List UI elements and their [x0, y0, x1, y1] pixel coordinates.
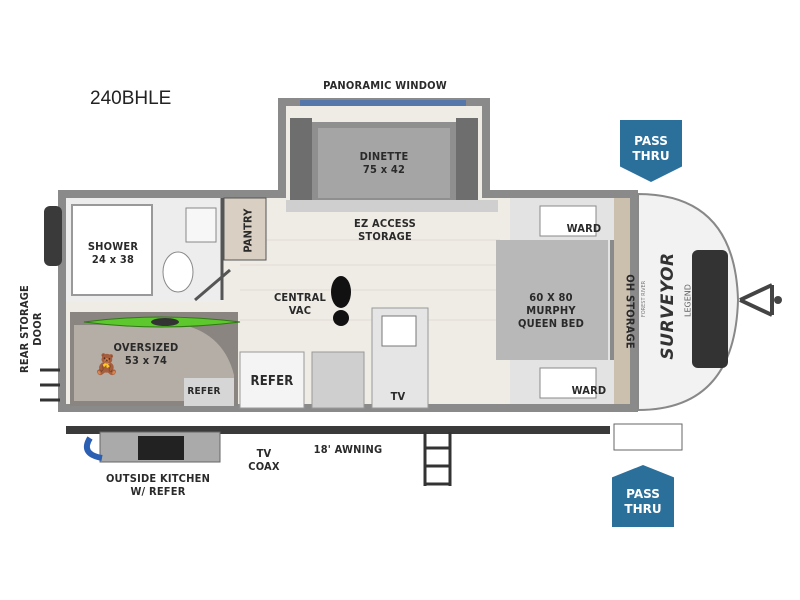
dinette [286, 118, 498, 212]
ward-bottom-label: WARD [571, 384, 607, 397]
pass-thru-top-line2: THRU [632, 149, 670, 163]
awning-label: 18' AWNING [313, 443, 383, 456]
panoramic-window [300, 100, 466, 106]
pantry-cabinet [223, 197, 267, 261]
ward-top-label: WARD [566, 222, 602, 235]
brand-sub: LEGEND [683, 284, 693, 317]
bathroom [44, 198, 231, 302]
door-text: DOOR [31, 312, 44, 346]
rear-storage-door-label: REAR STORAGE DOOR [18, 274, 44, 384]
kitchen [239, 307, 429, 409]
oversized-text: OVERSIZED [113, 341, 179, 354]
bedroom [496, 198, 630, 404]
bed-size: 60 X 80 [529, 291, 573, 304]
pass-thru-top-line1: PASS [634, 134, 668, 148]
central-vac-symbol [331, 276, 351, 326]
shower-title: SHOWER [87, 240, 139, 253]
vac-text: VAC [288, 304, 312, 317]
kayak-graphic [83, 316, 241, 328]
w-refer-text: W/ REFER [130, 485, 186, 498]
entry-steps [423, 432, 452, 486]
tv-coax-text-1: TV [256, 447, 272, 460]
queen-bed-text: QUEEN BED [517, 317, 585, 330]
teddy-bear-icon: 🧸 [94, 354, 119, 376]
dinette-label: DINETTE 75 x 42 [344, 150, 424, 176]
brand-name: SURVEYOR [658, 252, 678, 360]
model-name: 240BHLE [90, 88, 172, 109]
brand-logo: SURVEYOR LEGEND FOREST RIVER [638, 246, 698, 366]
outside-kitchen-label: OUTSIDE KITCHEN W/ REFER [100, 472, 216, 498]
central-vac-label: CENTRAL VAC [268, 291, 332, 317]
ez-access-storage-label: EZ ACCESS STORAGE [340, 217, 430, 243]
storage-text: STORAGE [358, 230, 412, 243]
murphy-bed-label: 60 X 80 MURPHY QUEEN BED [506, 291, 596, 330]
floor-texture [240, 239, 500, 321]
pass-thru-bottom-badge: PASS THRU [612, 465, 674, 527]
refer-label: REFER [250, 374, 294, 389]
front-cap [637, 192, 782, 412]
pantry-label: PANTRY [241, 208, 255, 253]
oversized-size: 53 x 74 [124, 354, 168, 367]
oh-storage-label: OH STORAGE [623, 274, 637, 349]
bunk-area [70, 312, 238, 406]
outside-kitchen-unit [84, 431, 221, 463]
pass-thru-bottom-line1: PASS [626, 487, 660, 501]
dinette-size: 75 x 42 [362, 163, 406, 176]
oversized-bunk-label: OVERSIZED 53 x 74 [108, 341, 184, 367]
shower-size: 24 x 38 [91, 253, 135, 266]
dinette-title: DINETTE [359, 150, 409, 163]
brand-maker: FOREST RIVER [641, 280, 647, 318]
central-text: CENTRAL [273, 291, 327, 304]
tv-coax-label: TV COAX [244, 447, 284, 473]
pass-thru-bottom-line2: THRU [624, 502, 662, 516]
front-pass-thru-door [613, 423, 683, 451]
outside-kitchen-text: OUTSIDE KITCHEN [105, 472, 211, 485]
shower-label: SHOWER 24 x 38 [78, 240, 148, 266]
tv-label: TV [390, 390, 406, 403]
panoramic-window-label: PANORAMIC WINDOW [323, 79, 447, 92]
rear-storage-door [40, 368, 60, 402]
bunk-refer-label: REFER [187, 386, 221, 397]
ez-access-text: EZ ACCESS [354, 217, 416, 230]
murphy-text: MURPHY [526, 304, 576, 317]
tv-coax-text-2: COAX [248, 460, 280, 473]
rear-storage-text: REAR STORAGE [18, 285, 31, 373]
awning-rail [66, 426, 610, 434]
